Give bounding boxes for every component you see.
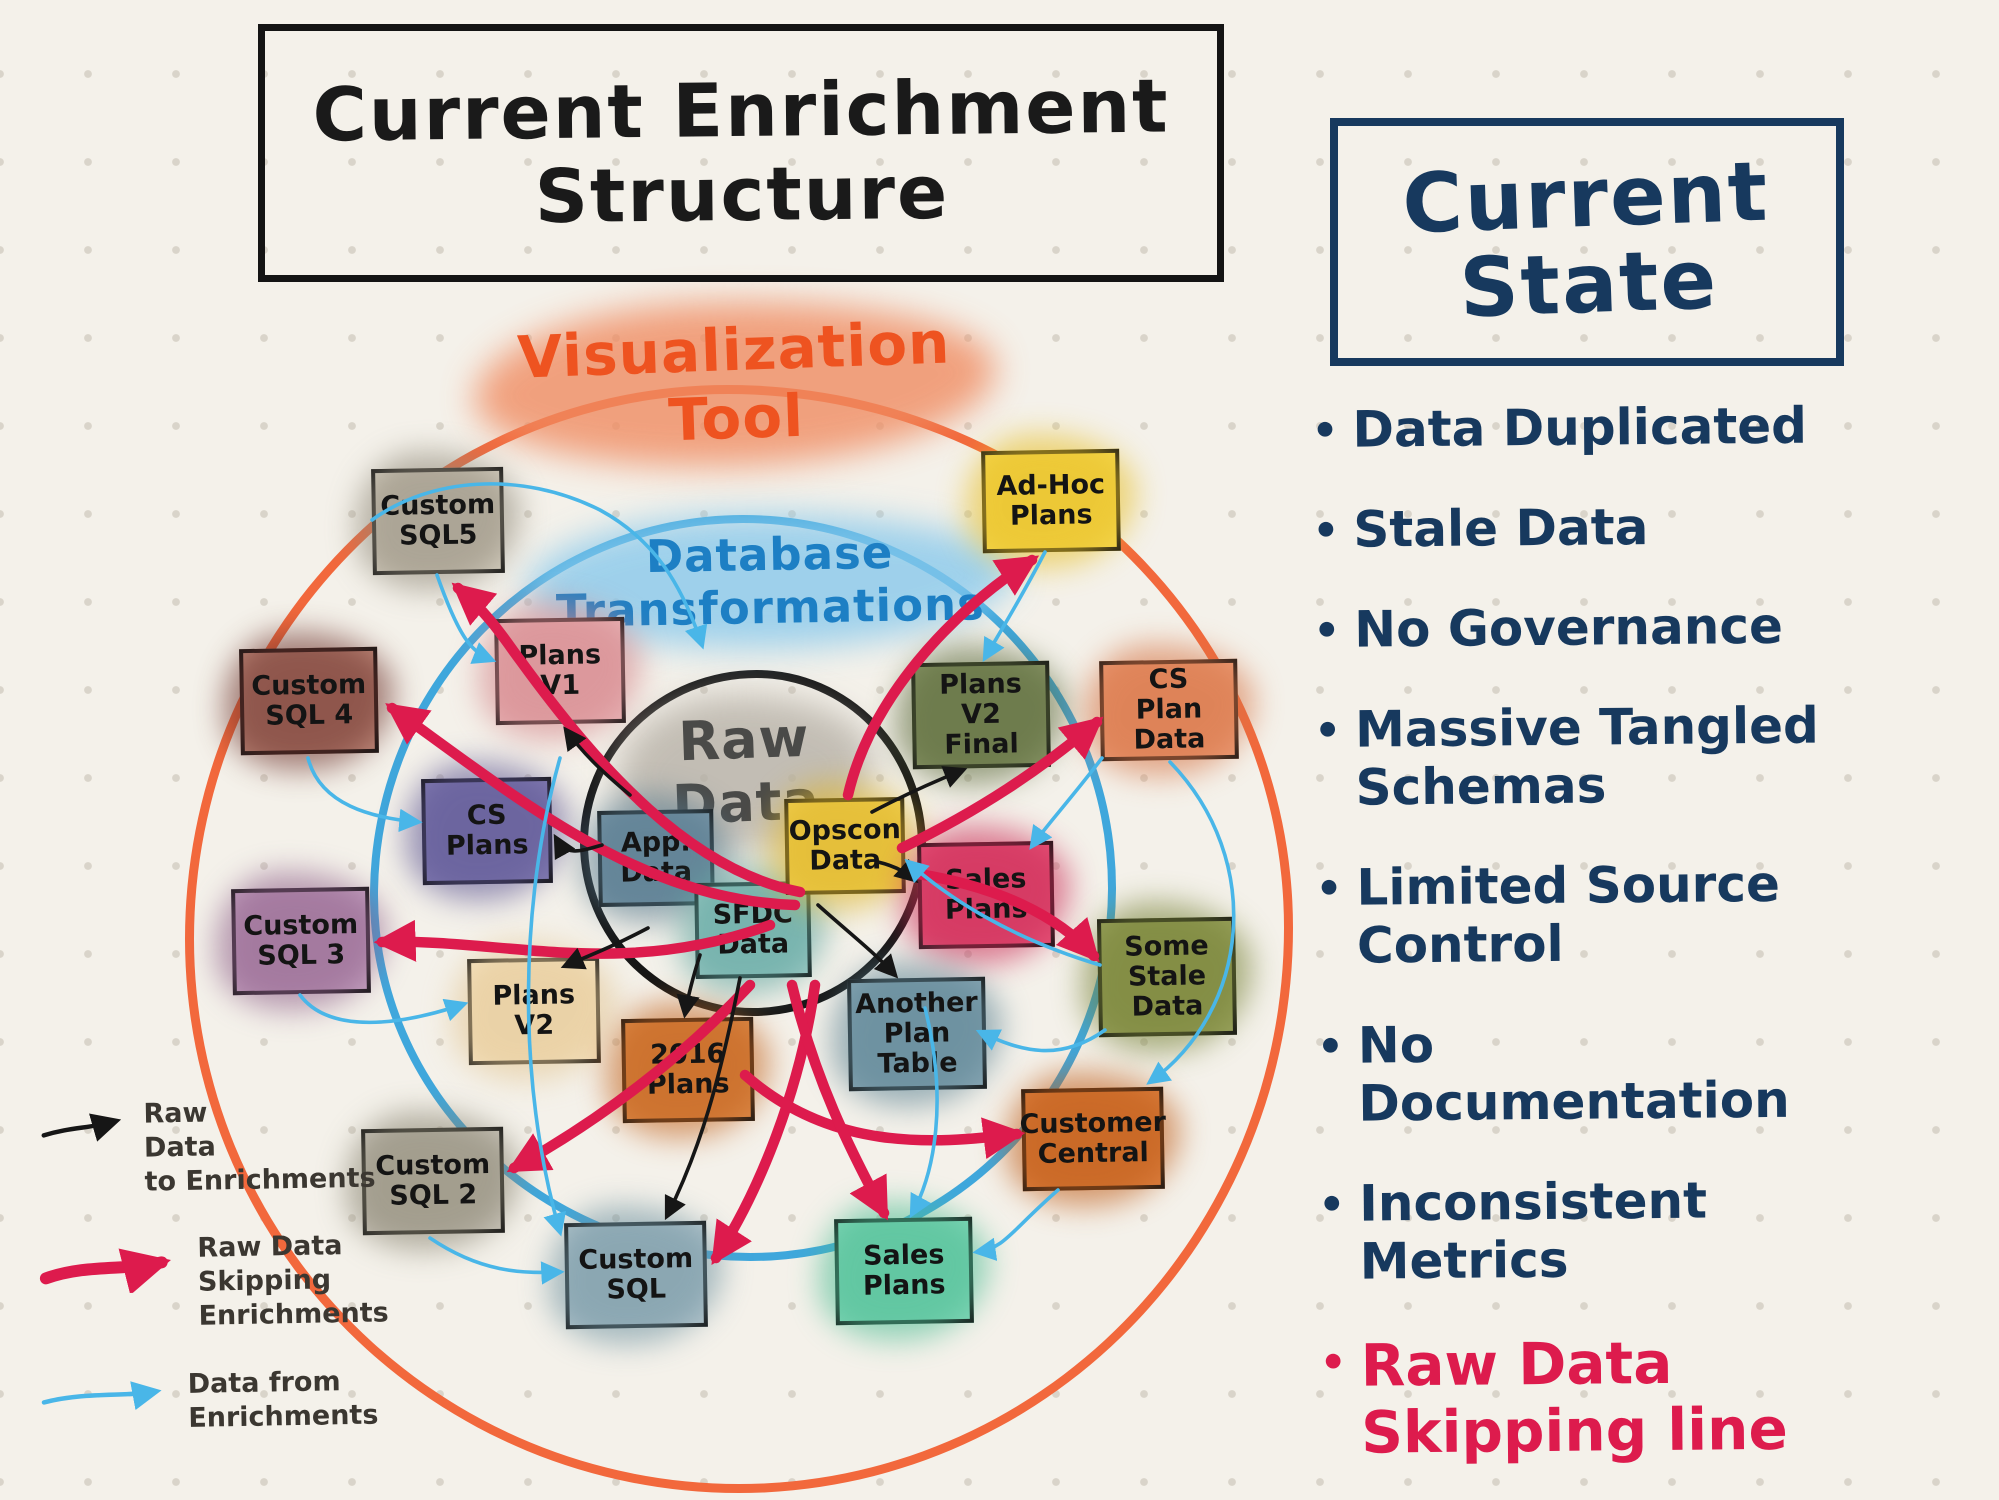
visualization-tool-label: Visualization Tool: [498, 308, 972, 460]
bullet-limited-source-control: • Limited Source Control: [1315, 854, 1781, 975]
node-sales-plans-bottom: Sales Plans: [834, 1216, 974, 1326]
blue-arrow-icon: [41, 1380, 162, 1410]
node-another-plan-table: Another Plan Table: [847, 976, 987, 1092]
bullet-massive-tangled-schemas: • Massive Tangled Schemas: [1314, 696, 1820, 817]
node-custom-sql4: Custom SQL 4: [239, 646, 379, 756]
bullet-no-documentation: • No Documentation: [1316, 1015, 1790, 1133]
node-custom-sql: Custom SQL: [564, 1220, 708, 1330]
bullet-stale-data: • Stale Data: [1312, 498, 1649, 559]
bullet-data-duplicated: • Data Duplicated: [1311, 396, 1808, 459]
node-custom-sql5: Custom SQL5: [371, 466, 505, 576]
bullet-dot: •: [1316, 1021, 1345, 1071]
node-plans-v1: Plans V1: [494, 616, 626, 726]
current-state-list: • Data Duplicated • Stale Data • No Gove…: [1311, 395, 1996, 1467]
node-plans-v2: Plans V2: [467, 956, 601, 1066]
node-custom-sql3: Custom SQL 3: [231, 886, 371, 996]
red-arrow-icon: [39, 1248, 171, 1295]
legend: Raw Data to Enrichments Raw Data Skippin…: [38, 1096, 438, 1434]
node-cs-plan-data: CS Plan Data: [1099, 658, 1239, 762]
bullet-dot: •: [1311, 405, 1339, 455]
bullet-dot: •: [1312, 505, 1340, 555]
bullet-dot: •: [1318, 1179, 1346, 1229]
bullet-raw-data-skipping-line: • Raw Data Skipping line: [1319, 1328, 1789, 1467]
legend-raw-to-enrichments: Raw Data to Enrichments: [37, 1093, 439, 1201]
node-opscon-data: Opscon Data: [784, 796, 906, 896]
node-ad-hoc-plans: Ad-Hoc Plans: [981, 448, 1121, 554]
node-customer-central: Customer Central: [1019, 1086, 1166, 1192]
bullet-dot: •: [1319, 1337, 1347, 1387]
bullet-dot: •: [1313, 605, 1341, 655]
bullet-dot: •: [1315, 863, 1343, 913]
current-state-title-box: Current State: [1330, 118, 1844, 366]
bullet-no-governance: • No Governance: [1313, 596, 1784, 659]
bullet-dot: •: [1314, 705, 1342, 755]
node-cs-plans: CS Plans: [421, 776, 553, 886]
current-state-title: Current State: [1400, 144, 1771, 337]
node-some-stale-data: Some Stale Data: [1096, 916, 1238, 1038]
legend-data-from-enrichments: Data from Enrichments: [37, 1363, 438, 1437]
node-2016-plans: 2016 Plans: [621, 1016, 755, 1124]
black-arrow-icon: [41, 1113, 122, 1142]
diagram-title-box: Current Enrichment Structure: [258, 24, 1224, 282]
node-sales-plans: Sales Plans: [917, 840, 1055, 950]
node-plans-v2-final: Plans V2 Final: [911, 660, 1051, 770]
legend-raw-skipping-enrichments: Raw Data Skipping Enrichments: [37, 1228, 439, 1336]
diagram-title: Current Enrichment Structure: [311, 63, 1170, 241]
bullet-inconsistent-metrics: • Inconsistent Metrics: [1318, 1171, 1708, 1291]
